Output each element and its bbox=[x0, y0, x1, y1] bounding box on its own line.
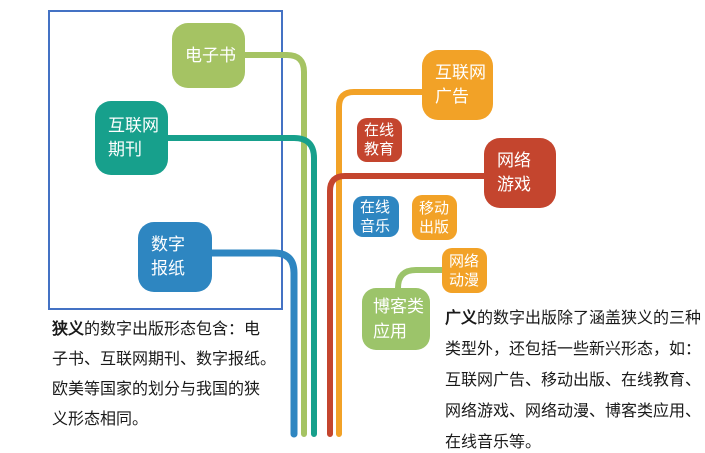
caption-line: 广义的数字出版除了涵盖狭义的三种 bbox=[445, 303, 705, 334]
narrow-definition-frame bbox=[48, 10, 283, 310]
node-online-anime-label: 动漫 bbox=[449, 271, 480, 289]
node-internet-ad: 互联网 广告 bbox=[422, 50, 493, 120]
node-mobile-publishing: 移动 出版 bbox=[412, 195, 457, 240]
narrow-lead: 狭义 bbox=[52, 321, 85, 338]
broad-definition-caption: 广义的数字出版除了涵盖狭义的三种 类型外，还包括一些新兴形态，如： 互联网广告、… bbox=[445, 303, 705, 453]
caption-line: 狭义的数字出版形态包含：电 bbox=[52, 315, 298, 345]
node-digital-newspaper-label: 数字 bbox=[151, 235, 185, 254]
caption-text: 的数字出版除了涵盖狭义的三种 bbox=[477, 310, 702, 327]
node-online-music: 在线 音乐 bbox=[353, 196, 399, 237]
ebook-connector-line bbox=[242, 52, 307, 437]
digital-newspaper-connector-line bbox=[208, 249, 298, 438]
node-blog-apps-label: 博客类 bbox=[373, 297, 424, 316]
internet-journal-connector-line bbox=[165, 135, 317, 437]
caption-line: 在线音乐等。 bbox=[445, 434, 542, 451]
caption-line: 义形态相同。 bbox=[52, 411, 149, 428]
node-online-education-label: 在线 bbox=[364, 122, 395, 139]
node-internet-journal: 互联网 期刊 bbox=[95, 101, 168, 175]
node-online-game: 网络 游戏 bbox=[484, 138, 556, 208]
node-internet-journal-label: 期刊 bbox=[108, 140, 142, 159]
node-online-education: 在线 教育 bbox=[357, 118, 402, 162]
node-ebook-label: 电子书 bbox=[185, 45, 236, 65]
node-online-music-label: 在线 bbox=[360, 198, 391, 216]
caption-text: 的数字出版形态包含：电 bbox=[84, 321, 261, 338]
node-online-game-label: 网络 bbox=[497, 151, 531, 170]
online-game-connector-line bbox=[327, 173, 489, 437]
node-online-education-label: 教育 bbox=[364, 141, 395, 158]
caption-line: 网络游戏、网络动漫、博客类应用、 bbox=[445, 403, 702, 420]
node-mobile-publishing-label: 移动 bbox=[419, 199, 450, 217]
caption-line: 欧美等国家的划分与我国的狭 bbox=[52, 381, 261, 398]
node-online-music-label: 音乐 bbox=[360, 217, 391, 235]
node-digital-newspaper: 数字 报纸 bbox=[138, 222, 212, 292]
internet-ad-connector-line bbox=[336, 89, 427, 437]
node-mobile-publishing-label: 出版 bbox=[419, 218, 450, 236]
node-digital-newspaper-label: 报纸 bbox=[151, 259, 185, 278]
node-online-anime-label: 网络 bbox=[449, 252, 480, 270]
caption-line: 类型外，还包括一些新兴形态，如： bbox=[445, 341, 702, 358]
node-blog-apps-label: 应用 bbox=[373, 322, 407, 341]
caption-line: 互联网广告、移动出版、在线教育、 bbox=[445, 372, 702, 389]
node-online-game-label: 游戏 bbox=[497, 175, 531, 194]
node-online-anime: 网络 动漫 bbox=[442, 248, 487, 293]
node-ebook: 电子书 bbox=[172, 23, 245, 88]
node-internet-ad-label: 互联网 bbox=[435, 63, 486, 82]
node-internet-journal-label: 互联网 bbox=[108, 116, 159, 135]
broad-lead: 广义 bbox=[445, 310, 478, 327]
blog-apps-connector-line bbox=[395, 267, 447, 295]
node-blog-apps: 博客类 应用 bbox=[362, 288, 430, 350]
node-internet-ad-label: 广告 bbox=[435, 87, 469, 106]
caption-line: 子书、互联网期刊、数字报纸。 bbox=[52, 351, 277, 368]
narrow-definition-caption: 狭义的数字出版形态包含：电 子书、互联网期刊、数字报纸。 欧美等国家的划分与我国… bbox=[52, 315, 298, 435]
